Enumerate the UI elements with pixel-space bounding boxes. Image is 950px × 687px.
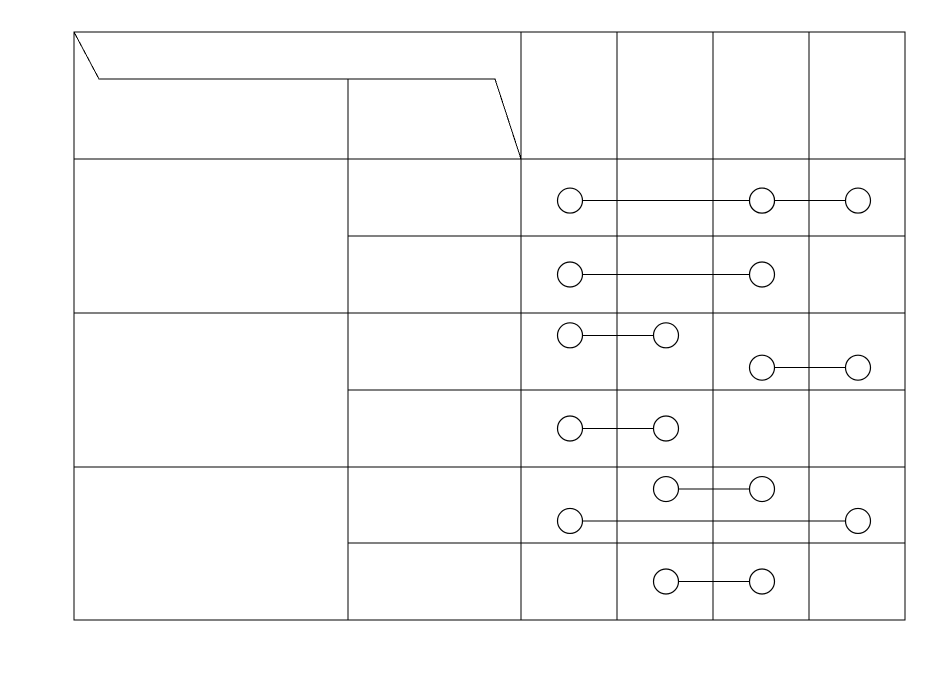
row-2-1-link-1-node-col-1: [556, 322, 584, 349]
row-1-2-link-1-node-col-1: [556, 261, 584, 288]
row-2-1-link-2-node-col-4: [844, 354, 872, 381]
header-diagonal-divider: [73, 31, 522, 160]
row-2-2-link-1-node-col-1: [556, 415, 584, 442]
row-3-1-link-1-node-col-2: [652, 475, 680, 503]
row-2-2-link-1-node-col-2: [652, 415, 680, 442]
row-1-1-link-1-node-col-1: [556, 187, 584, 214]
row-3-1-link-2-node-col-4: [844, 507, 872, 535]
row-3-1-link-2-node-col-1: [556, 507, 584, 535]
row-2-1-link-1-node-col-2: [652, 322, 680, 349]
row-3-2-link-1-node-col-3: [748, 568, 776, 595]
table-border: [73, 31, 906, 621]
row-1-1-link-2-node-col-4: [844, 187, 872, 214]
row-2-1-link-2-node-col-3: [748, 354, 776, 381]
row-1-2-link-1-node-col-3: [748, 261, 776, 288]
connection-nodes: [556, 187, 872, 595]
row-3-1-link-1-node-col-3: [748, 475, 776, 503]
connection-links: [582, 200, 846, 582]
table-grid: [73, 31, 906, 621]
row-1-1-link-2-node-col-3: [748, 187, 776, 214]
row-3-2-link-1-node-col-2: [652, 568, 680, 595]
